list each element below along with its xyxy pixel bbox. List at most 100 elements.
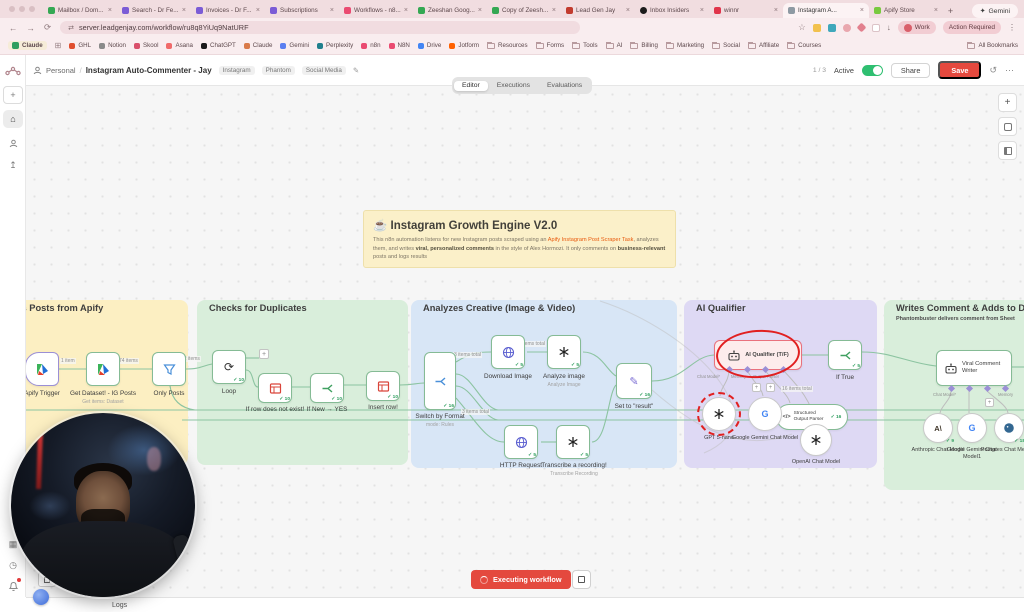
sidebar-item-history[interactable]: ◷ [3,556,23,574]
node-if-new[interactable]: ✓ 10 [310,373,344,403]
breadcrumb-project[interactable]: Personal [46,65,76,75]
add-sticky-button[interactable] [998,117,1017,136]
add-workflow-button[interactable]: + [3,86,23,104]
browser-tab[interactable]: Search - Dr Fe...× [117,3,191,18]
active-toggle[interactable] [861,64,883,76]
extension-icon[interactable] [856,22,867,33]
bookmark-folder[interactable]: Courses [787,41,821,49]
browser-tab[interactable]: Workflows - n8...× [339,3,413,18]
bookmark-item[interactable]: Asana [166,42,193,49]
node-insert-row[interactable]: ✓ 10 [366,371,400,401]
bookmark-item[interactable]: Skool [133,42,158,49]
history-icon[interactable]: ↺ [989,64,997,75]
address-bar[interactable]: ⇄ server.leadgenjay.com/workflow/ru8q8Yi… [60,21,581,34]
browser-tab[interactable]: Mailbox / Dom...× [43,3,117,18]
bookmark-item[interactable]: Claude [8,41,47,50]
sidebar-item-shared[interactable]: ↥ [3,156,23,174]
node-apify-trigger[interactable] [26,352,59,386]
add-node-stub[interactable]: + [752,383,761,392]
tag-pill[interactable]: Instagram [218,65,255,75]
bookmark-item[interactable]: Jotform [449,42,479,49]
extension-icon[interactable] [842,23,851,32]
tab-evaluations[interactable]: Evaluations [547,82,583,89]
tab-close-icon[interactable]: × [255,7,260,14]
browser-tab-active[interactable]: Instagram A...× [783,3,869,18]
group-ai-qualifier[interactable] [684,300,877,468]
bookmark-item[interactable]: N8N [388,42,410,49]
bookmark-folder[interactable]: AI [605,41,622,49]
node-download-image[interactable]: ✓ 5 [491,335,525,369]
profile-chip[interactable]: Work [897,21,936,34]
add-node-stub[interactable]: + [259,349,269,359]
browser-tab[interactable]: Invoices - Dr F...× [191,3,265,18]
user-avatar[interactable] [33,589,49,605]
tab-close-icon[interactable]: × [107,7,112,14]
add-node-button[interactable]: + [998,93,1017,112]
sidebar-item-notifications[interactable] [3,577,23,595]
node-if-true[interactable]: ✓ 5 [828,340,862,370]
tidy-layout-button[interactable] [998,141,1017,160]
bookmark-item[interactable]: ChatGPT [201,42,236,49]
node-row-check[interactable]: ✓ 10 [258,373,292,403]
tab-close-icon[interactable]: × [699,7,704,14]
executing-workflow-button[interactable]: Executing workflow [471,570,571,589]
bookmark-item[interactable]: Claude [243,42,272,49]
tab-close-icon[interactable]: × [477,7,482,14]
node-anthropic-chat-model[interactable]: A\ ✓ 9 [923,413,954,444]
window-controls[interactable] [0,0,43,18]
browser-tab[interactable]: Subscriptions× [265,3,339,18]
node-switch-by-format[interactable]: ✓ 16 [424,352,456,410]
node-postgres-chat-memory[interactable]: ✓ 18 [994,413,1024,444]
sidebar-item-personal[interactable] [3,134,23,152]
browser-tab[interactable]: Lead Gen Jay× [561,3,635,18]
node-openai-chat-model[interactable] [800,424,832,456]
sidebar-item-overview[interactable]: ⌂ [3,110,23,128]
edit-tags-icon[interactable]: ✎ [352,65,360,75]
browser-tab[interactable]: Copy of Zeesh...× [487,3,561,18]
save-button[interactable]: Save [938,61,982,79]
tab-close-icon[interactable]: × [625,7,630,14]
node-only-posts[interactable] [152,352,186,386]
new-tab-button[interactable]: + [947,5,954,16]
apps-grid-icon[interactable]: ⊞ [54,41,62,50]
bookmark-star-icon[interactable]: ☆ [798,22,806,32]
browser-tab[interactable]: winnr× [709,3,783,18]
sidebar-item-templates[interactable]: ▦ [3,535,23,553]
tag-pill[interactable]: Social Media [301,65,346,75]
bookmark-folder[interactable]: Social [712,41,740,49]
tab-close-icon[interactable]: × [551,7,556,14]
sticky-note[interactable]: ☕ Instagram Growth Engine V2.0 This n8n … [363,210,676,268]
node-loop[interactable]: ⟳ ✓ 10 [212,350,246,384]
window-zoom-icon[interactable] [29,6,35,12]
extension-icon[interactable] [812,23,821,32]
bookmark-folder[interactable]: Resources [487,41,528,49]
tab-close-icon[interactable]: × [329,7,334,14]
add-node-stub[interactable]: + [766,383,775,392]
bookmark-folder[interactable]: Marketing [665,41,704,49]
node-gemini-chat-model-1[interactable]: G [957,413,987,443]
bookmark-folder[interactable]: Forms [535,41,564,49]
bookmark-item[interactable]: Perplexity [317,42,353,49]
reload-icon[interactable]: ⟳ [44,22,52,32]
browser-tab[interactable]: Apify Store× [869,3,943,18]
kebab-menu-icon[interactable]: ⋮ [1008,23,1016,32]
tab-close-icon[interactable]: × [403,7,408,14]
browser-tab[interactable]: Inbox Insiders× [635,3,709,18]
window-close-icon[interactable] [9,6,15,12]
add-node-stub[interactable]: + [985,398,994,407]
tag-pill[interactable]: Phantom [261,65,295,75]
extension-icon[interactable] [827,23,836,32]
extension-icon[interactable] [871,23,880,32]
tab-close-icon[interactable]: × [933,7,938,14]
bookmark-item[interactable]: Drive [417,42,441,49]
window-minimize-icon[interactable] [19,6,25,12]
sticky-link[interactable]: Apify Instagram Post Scraper Task [547,237,634,243]
tab-close-icon[interactable]: × [859,7,864,14]
stop-execution-button[interactable] [572,570,591,589]
site-settings-icon[interactable]: ⇄ [68,24,74,32]
tab-executions[interactable]: Executions [496,82,531,89]
bookmark-item[interactable]: Notion [99,42,126,49]
workflow-title[interactable]: Instagram Auto-Commenter - Jay [85,65,212,75]
bookmark-item[interactable]: n8n [361,42,381,49]
